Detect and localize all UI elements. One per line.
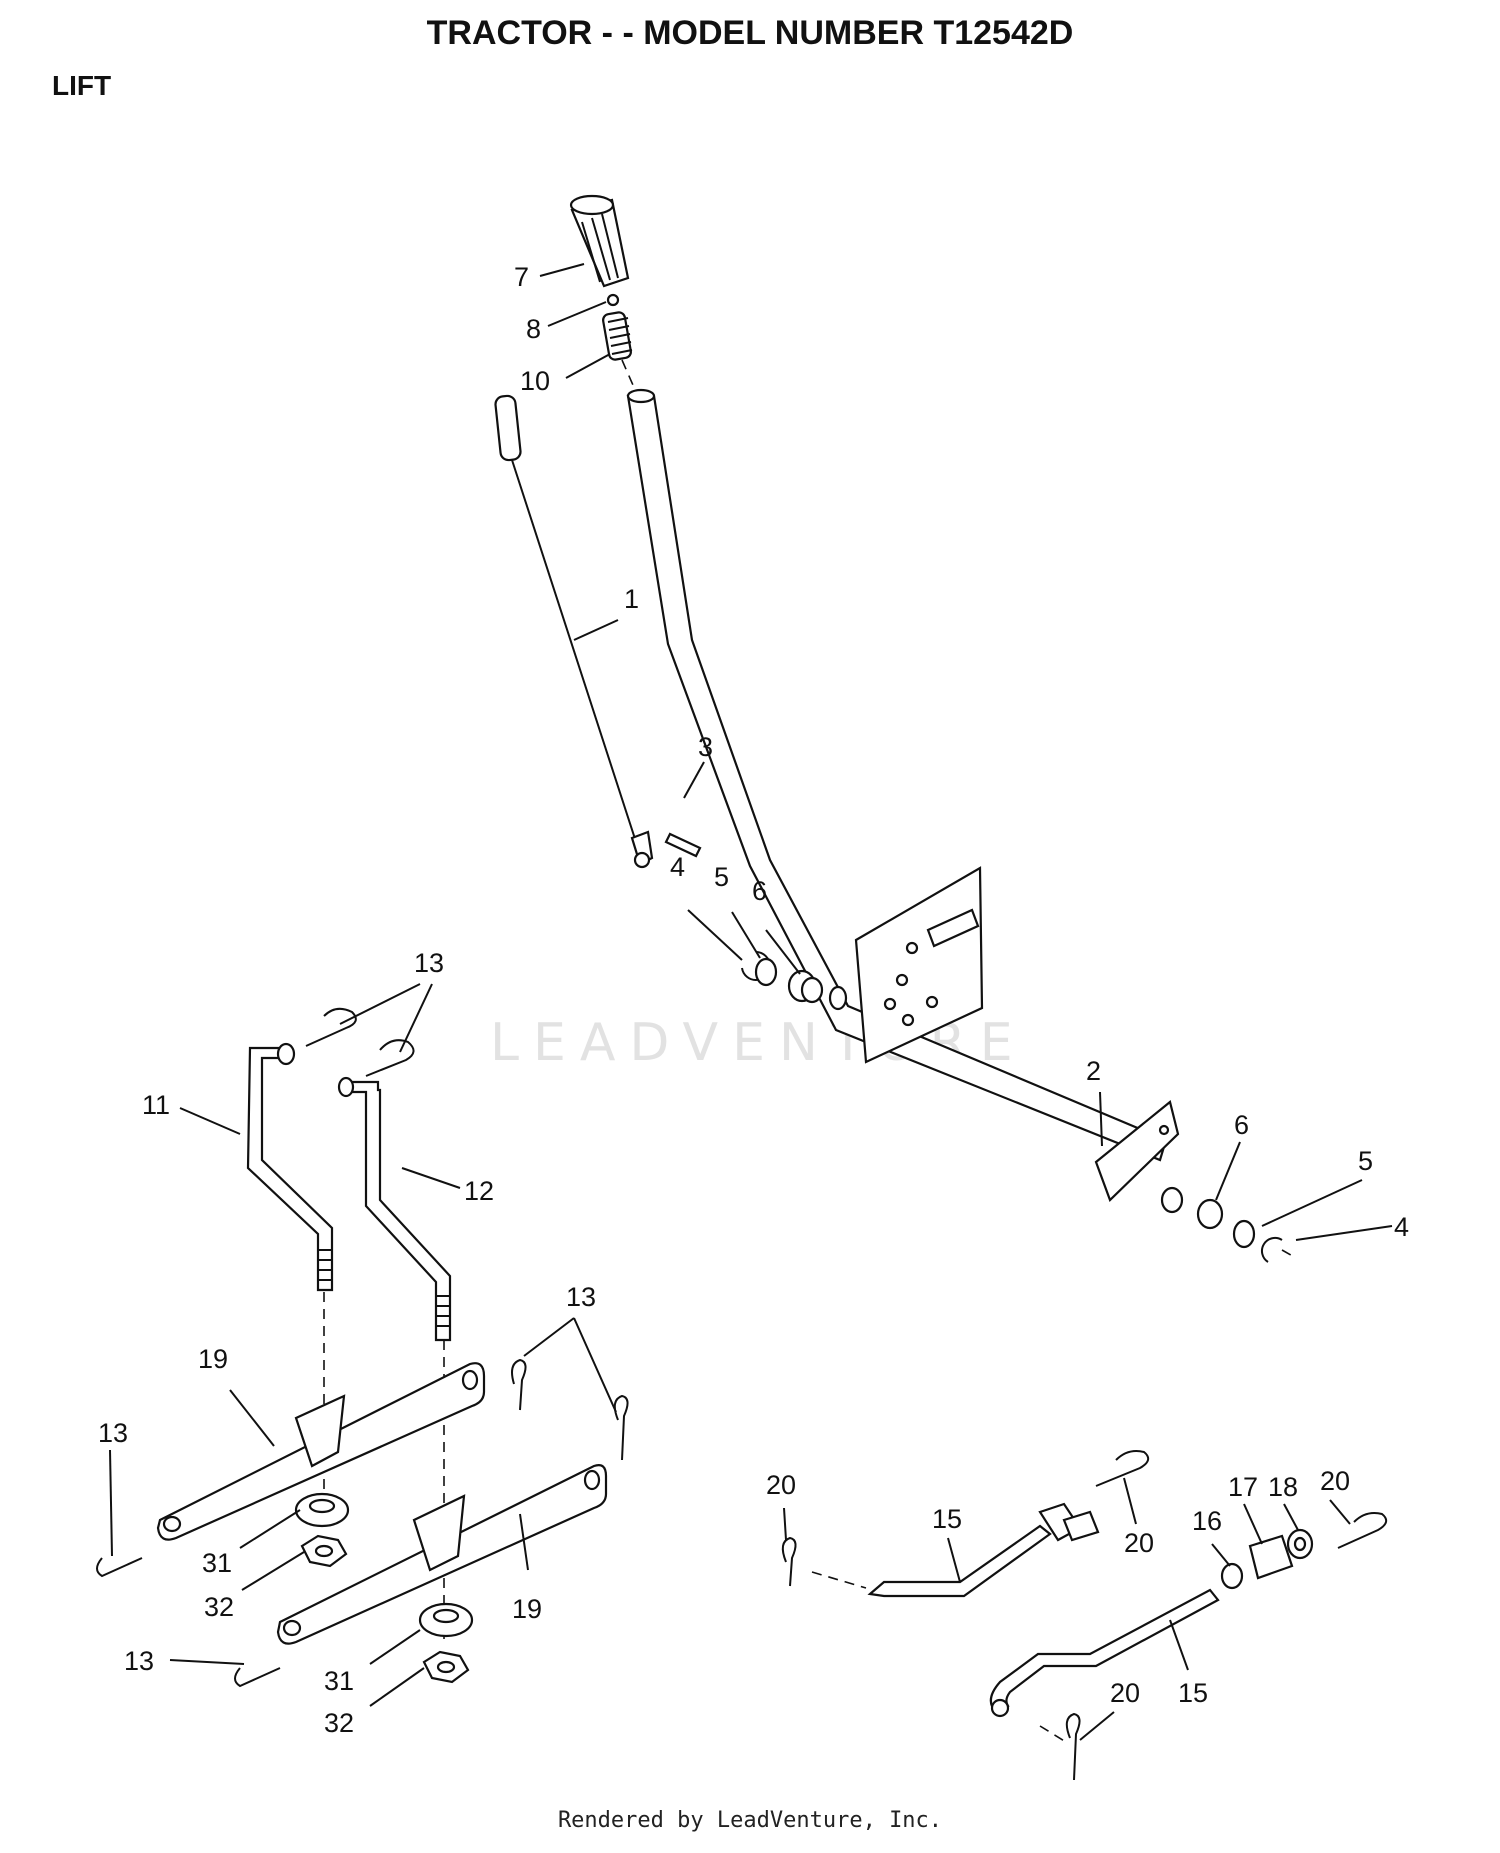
part-lift-link-right[interactable]	[337, 1076, 452, 1342]
callout-5-upper: 5	[714, 862, 729, 892]
callout-31-upper: 31	[202, 1548, 232, 1578]
callout-4-lower: 4	[1394, 1212, 1409, 1242]
part-nut-18[interactable]	[1286, 1528, 1314, 1560]
part-clip-lower[interactable]	[1261, 1237, 1283, 1263]
part-hairpin-6[interactable]	[234, 1667, 281, 1688]
part-lift-rod[interactable]	[494, 394, 654, 869]
part-nut-upper[interactable]	[300, 1534, 348, 1568]
part-hairpin-2[interactable]	[365, 1039, 415, 1077]
part-spacer-16[interactable]	[1220, 1562, 1244, 1590]
callout-5-lower: 5	[1358, 1146, 1373, 1176]
section-label: LIFT	[52, 70, 112, 101]
part-shaft-collar	[828, 985, 848, 1011]
callout-3: 3	[698, 732, 713, 762]
callout-20-bottom: 20	[1110, 1678, 1140, 1708]
part-cotter-pin-1[interactable]	[781, 1536, 797, 1587]
part-hairpin-3[interactable]	[511, 1358, 527, 1411]
part-bushing-lower[interactable]	[1196, 1198, 1224, 1230]
callout-13-top: 13	[414, 948, 444, 978]
callout-2: 2	[1086, 1056, 1101, 1086]
part-cotter-pin-3[interactable]	[1337, 1512, 1388, 1549]
callout-13-left: 13	[98, 1418, 128, 1448]
callout-32-lower: 32	[324, 1708, 354, 1738]
part-cotter-pin-4[interactable]	[1065, 1712, 1081, 1781]
callout-7: 7	[514, 262, 529, 292]
part-hairpin-4[interactable]	[613, 1394, 629, 1461]
part-lift-arm-upper[interactable]	[156, 1362, 486, 1541]
part-washer-upper[interactable]	[754, 957, 778, 987]
callout-32-upper: 32	[204, 1592, 234, 1622]
part-lift-link-left[interactable]	[246, 1042, 334, 1292]
callout-20-right: 20	[1320, 1466, 1350, 1496]
callout-1: 1	[624, 584, 639, 614]
callout-20-mid: 20	[1124, 1528, 1154, 1558]
part-nut-lower[interactable]	[422, 1650, 470, 1684]
part-block-17[interactable]	[1248, 1534, 1294, 1580]
part-hairpin-1[interactable]	[305, 1007, 357, 1047]
footer-credit: Rendered by LeadVenture, Inc.	[557, 1808, 943, 1833]
part-ball[interactable]	[606, 293, 620, 307]
callout-18: 18	[1268, 1472, 1298, 1502]
callout-6-upper: 6	[752, 876, 767, 906]
part-spacer-lower[interactable]	[418, 1602, 474, 1638]
part-pin[interactable]	[664, 832, 702, 858]
part-hairpin-5[interactable]	[96, 1557, 143, 1578]
part-spacer-upper[interactable]	[294, 1492, 350, 1528]
callout-17: 17	[1228, 1472, 1258, 1502]
callout-16: 16	[1192, 1506, 1222, 1536]
part-lift-arm-lower[interactable]	[276, 1464, 608, 1645]
callout-10: 10	[520, 366, 550, 396]
callout-31-lower: 31	[324, 1666, 354, 1696]
callout-11: 11	[142, 1090, 170, 1120]
callouts: 7 8 10 1 3 4 5 6 13 11 12 2 6 5 4 13 19 …	[98, 262, 1409, 1738]
callout-19-upper: 19	[198, 1344, 228, 1374]
part-washer-lower[interactable]	[1232, 1219, 1256, 1249]
callout-15-upper: 15	[932, 1504, 962, 1534]
callout-4-upper: 4	[670, 852, 685, 882]
part-rod-upper[interactable]	[867, 1502, 1100, 1598]
callout-6-lower: 6	[1234, 1110, 1249, 1140]
callout-12: 12	[464, 1176, 494, 1206]
part-lift-handle[interactable]	[626, 388, 1184, 1214]
diagram-title: TRACTOR - - MODEL NUMBER T12542D	[426, 14, 1074, 52]
leader-lines	[109, 263, 1393, 1741]
part-cotter-pin-2[interactable]	[1095, 1450, 1150, 1487]
callout-13-bottom: 13	[124, 1646, 154, 1676]
callout-8: 8	[526, 314, 541, 344]
callout-20-left: 20	[766, 1470, 796, 1500]
callout-19-lower: 19	[512, 1594, 542, 1624]
part-grip[interactable]	[569, 194, 630, 288]
part-spring[interactable]	[602, 311, 633, 361]
part-rod-lower[interactable]	[989, 1588, 1220, 1718]
callout-13-mid: 13	[566, 1282, 596, 1312]
part-bushing-upper[interactable]	[787, 969, 824, 1004]
callout-15-lower: 15	[1178, 1678, 1208, 1708]
